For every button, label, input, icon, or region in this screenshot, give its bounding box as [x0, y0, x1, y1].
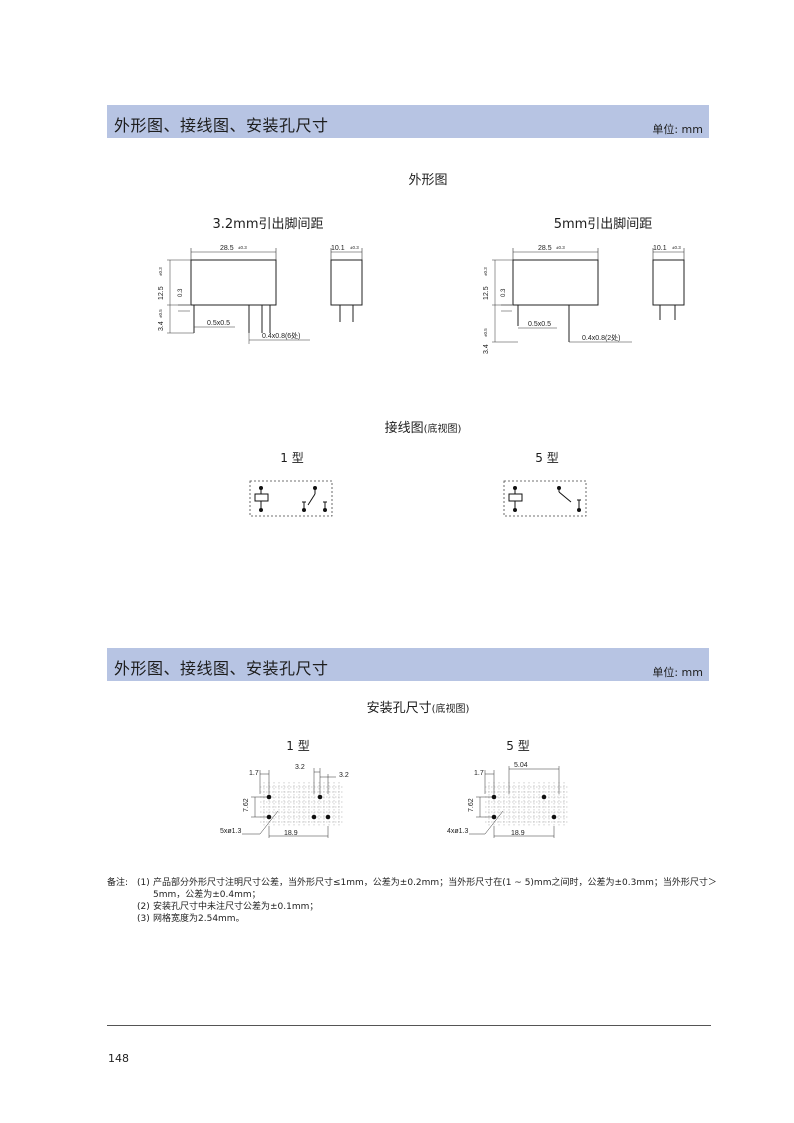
dim-pin-length: 3.4	[483, 344, 490, 354]
dim-width-tol: ±0.3	[672, 245, 681, 250]
section-header-1: 外形图、接线图、安装孔尺寸 单位: mm	[107, 105, 709, 138]
dim-length: 28.5	[220, 245, 234, 252]
outline-heading: 外形图	[408, 173, 448, 188]
dim-width: 10.1	[331, 245, 345, 252]
outline-right-subtitle: 5mm引出脚间距	[553, 217, 653, 232]
dim-pin-length-tol: ±0.5	[158, 309, 163, 318]
note-item: 备注: (1) 产品部分外形尺寸注明尺寸公差，当外形尺寸≤1mm，公差为±0.2…	[107, 878, 717, 900]
dim-height-tol: ±0.3	[483, 267, 488, 276]
dim-length-tol: ±0.3	[238, 245, 247, 250]
dim-len: 18.9	[511, 830, 525, 837]
dim-h: 7.62	[243, 798, 250, 812]
mounting-type1-label: 1 型	[286, 739, 310, 753]
side-view-left: 10.1 ±0.3	[330, 245, 363, 322]
dim-height-tol: ±0.3	[158, 267, 163, 276]
dim-b: 5.04	[514, 762, 528, 769]
outline-left-subtitle: 3.2mm引出脚间距	[212, 217, 324, 232]
page-number: 148	[108, 1052, 129, 1065]
unit-label: 单位: mm	[652, 123, 703, 136]
mounting-hole-diagram-type5: 1.7 5.04 7.62 18.9 4xø1.3	[447, 762, 569, 838]
dim-height: 12.5	[483, 286, 490, 300]
notes: 备注: (1) 产品部分外形尺寸注明尺寸公差，当外形尺寸≤1mm，公差为±0.2…	[107, 877, 717, 925]
dim-pin-width: 0.4x0.8(2处)	[582, 333, 621, 342]
wiring-diagram-type1	[249, 480, 333, 517]
wiring-type1-label: 1 型	[280, 451, 304, 465]
dim-len: 18.9	[284, 830, 298, 837]
section-title: 外形图、接线图、安装孔尺寸	[114, 659, 329, 678]
outline-drawing-left: 28.5 ±0.3 12.5 ±0.3 0.3 3.4 ±0.5 0.5x0.5…	[158, 245, 310, 344]
footer-divider	[107, 1025, 711, 1026]
dim-height: 12.5	[158, 286, 165, 300]
dim-width: 10.1	[653, 245, 667, 252]
outline-drawing-right: 28.5 ±0.3 12.5 ±0.3 0.3 3.4 ±0.5 0.5x0.5…	[483, 245, 632, 354]
note-item: (2) 安装孔尺寸中未注尺寸公差为±0.1mm；	[137, 902, 319, 912]
mounting-type5-label: 5 型	[506, 739, 530, 753]
mounting-hole-diagram-type1: 1.7 3.2 3.2 7.62 18.9 5xø1.3	[220, 764, 349, 838]
wiring-type5-label: 5 型	[535, 451, 559, 465]
mounting-heading: 安装孔尺寸(底视图)	[366, 701, 470, 716]
notes-label: 备注:	[107, 878, 129, 888]
section-title: 外形图、接线图、安装孔尺寸	[114, 116, 329, 135]
dim-pin-section: 0.5x0.5	[528, 321, 551, 328]
dim-pin-length-tol: ±0.5	[483, 328, 488, 337]
dim-standoff: 0.3	[178, 288, 184, 297]
dim-length: 28.5	[538, 245, 552, 252]
holes-label: 4xø1.3	[447, 828, 469, 835]
dim-pin-width: 0.4x0.8(6处)	[262, 331, 301, 340]
wiring-diagram-type5	[503, 480, 587, 517]
dim-length-tol: ±0.3	[556, 245, 565, 250]
dim-pin-section: 0.5x0.5	[207, 320, 230, 327]
dim-a: 1.7	[249, 770, 259, 777]
dim-width-tol: ±0.3	[350, 245, 359, 250]
dim-pin-length: 3.4	[158, 321, 165, 331]
holes-label: 5xø1.3	[220, 828, 242, 835]
note-item: (3) 网格宽度为2.54mm。	[137, 914, 245, 924]
dim-b: 3.2	[295, 764, 305, 771]
dim-c: 3.2	[339, 772, 349, 779]
wiring-heading: 接线图(底视图)	[384, 421, 462, 436]
dim-standoff: 0.3	[501, 288, 507, 297]
section-header-2: 外形图、接线图、安装孔尺寸 单位: mm	[107, 648, 709, 681]
dim-a: 1.7	[474, 770, 484, 777]
unit-label: 单位: mm	[652, 666, 703, 679]
side-view-right: 10.1 ±0.3	[652, 245, 685, 320]
dim-h: 7.62	[468, 798, 475, 812]
